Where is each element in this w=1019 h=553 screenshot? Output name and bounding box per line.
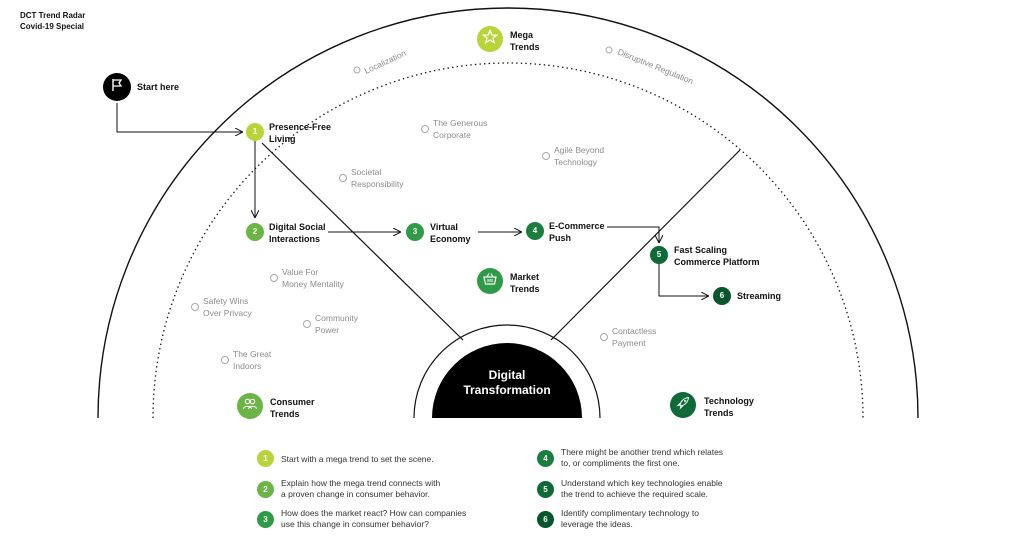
trend-great-indoors[interactable]: The Great Indoors [233,349,272,371]
trend-societal[interactable]: Societal Responsibility [351,167,404,189]
mega-trends-badge[interactable] [477,26,503,52]
divider-left [261,142,464,341]
step-3-badge[interactable]: 3 [406,223,424,241]
step-2-label: Digital Social Interactions [269,222,326,244]
market-trends-label: Market Trends [510,272,540,294]
step-2-badge[interactable]: 2 [246,223,264,241]
center-label: Digital Transformation [463,368,551,397]
dot-contactless [600,333,608,341]
legend-4-text: There might be another trend which relat… [561,447,724,468]
outer-arc [97,7,919,419]
dot-great-indoors [221,356,229,364]
step-5-label: Fast Scaling Commerce Platform [674,245,760,267]
trend-safety-wins[interactable]: Safety Wins Over Privacy [203,296,252,318]
inner-ring [413,324,601,419]
trend-contactless[interactable]: Contactless Payment [612,326,657,348]
divider-right [550,149,741,341]
step-3-label: Virtual Economy [430,222,471,244]
consumer-trends-label: Consumer Trends [270,397,315,419]
trend-value-for-money[interactable]: Value For Money Mentality [282,267,344,289]
step-6-badge[interactable]: 6 [713,287,731,305]
trend-disruptive-regulation: Disruptive Regulation [616,47,695,87]
dot-value-for-money [270,274,278,282]
trend-localization: Localization [363,48,408,76]
people-icon [242,396,258,417]
dot-localization [353,66,361,74]
step-4-label: E-Commerce Push [549,221,605,243]
step-6-label: Streaming [737,291,782,301]
arrow-4-to-5 [607,226,659,242]
header-subtitle: Covid-19 Special [20,22,85,31]
legend-5-badge: 5 [537,481,554,498]
flag-icon [110,78,124,97]
arrow-5-to-6 [658,264,708,296]
basket-icon [482,271,498,292]
start-here-label: Start here [137,82,180,92]
header-title: DCT Trend Radar [20,11,86,20]
legend-1-badge: 1 [257,450,274,467]
trend-agile-beyond[interactable]: Agile Beyond Technology [554,145,605,167]
legend-1-text: Start with a mega trend to set the scene… [281,454,434,464]
dot-societal [339,174,347,182]
dot-disruptive-regulation [605,46,613,54]
start-flag-badge[interactable] [103,73,131,101]
legend-6-text: Identify complimentary technology to lev… [561,508,699,529]
header: DCT Trend Radar Covid-19 Special [20,10,85,32]
step-5-badge[interactable]: 5 [650,246,668,264]
legend-3-badge: 3 [257,511,274,528]
trend-community-power[interactable]: Community Power [315,313,358,335]
dot-safety-wins [191,303,199,311]
technology-trends-badge[interactable] [670,392,696,418]
market-trends-badge[interactable] [477,268,503,294]
legend-6-badge: 6 [537,511,554,528]
legend-2-badge: 2 [257,481,274,498]
mega-trends-label: Mega Trends [510,30,540,52]
center-semicircle [432,343,582,418]
legend-3-text: How does the market react? How can compa… [281,508,467,529]
step-1-label: Presence-Free Living [269,122,332,144]
legend-4-badge: 4 [537,450,554,467]
consumer-trends-badge[interactable] [237,393,263,419]
step-1-badge[interactable]: 1 [246,123,264,141]
rocket-icon [675,395,691,416]
legend-5-text: Understand which key technologies enable… [561,478,723,499]
legend-2-text: Explain how the mega trend connects with… [281,478,441,499]
dot-generous-corporate [421,125,429,133]
technology-trends-label: Technology Trends [704,396,754,418]
dot-agile-beyond [542,152,550,160]
dotted-arc [152,62,864,419]
arrow-start-to-1 [116,103,242,132]
step-4-badge[interactable]: 4 [526,222,544,240]
dot-community-power [303,320,311,328]
star-icon [481,28,499,50]
trend-generous-corporate[interactable]: The Generous Corporate [433,118,488,140]
